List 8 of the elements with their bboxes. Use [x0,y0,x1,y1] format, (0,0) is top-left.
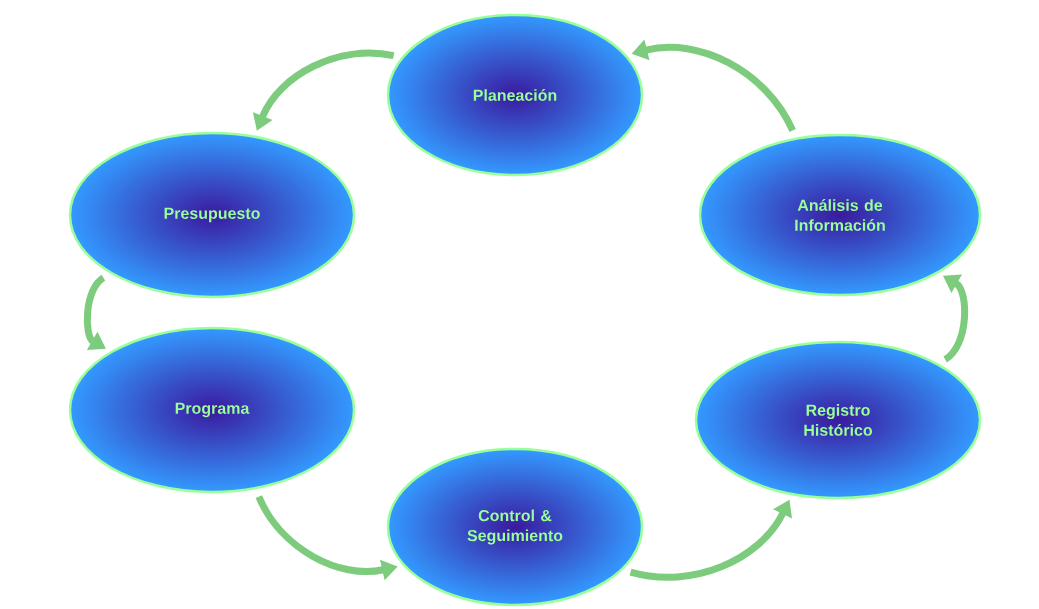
ellipse-node: Control & Seguimiento [386,447,644,607]
ellipse-node: Programa [68,326,356,494]
curved-arrow [943,274,969,363]
curved-arrow [83,274,106,350]
ellipse-node: Presupuesto [68,131,356,299]
ellipse-node: Análisis de Información [698,133,982,297]
ellipse-node: Planeación [386,13,644,177]
ellipse-node: Registro Histórico [694,340,982,500]
